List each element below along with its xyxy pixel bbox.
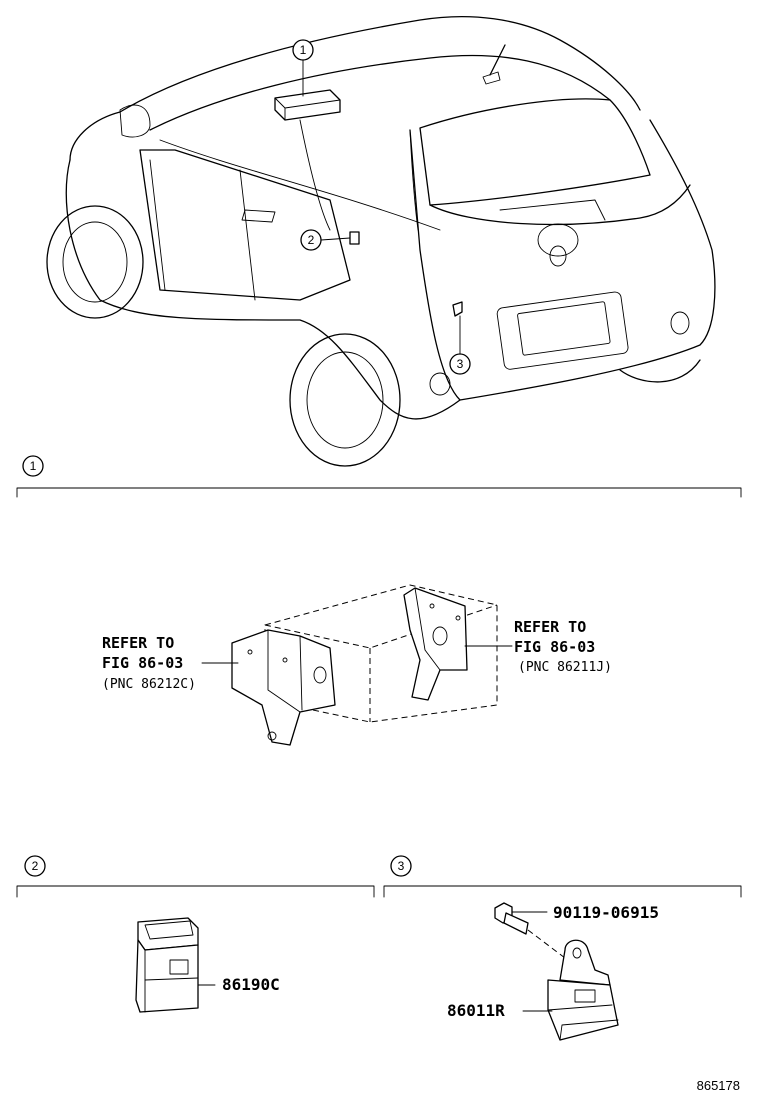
section-1-component-illustration <box>201 584 513 746</box>
illustration-number: 865178 <box>697 1078 740 1093</box>
svg-text:3: 3 <box>398 859 405 873</box>
svg-text:FIG 86-03: FIG 86-03 <box>514 638 595 656</box>
svg-text:FIG 86-03: FIG 86-03 <box>102 654 183 672</box>
section-1-header: 1 <box>16 455 742 498</box>
svg-text:2: 2 <box>32 859 39 873</box>
svg-text:REFER TO: REFER TO <box>514 618 586 636</box>
section-2-switch-illustration <box>135 917 216 1013</box>
part-number-90119-06915: 90119-06915 <box>553 903 659 922</box>
section-3-header: 3 <box>383 855 742 898</box>
part-number-86011R: 86011R <box>447 1001 505 1020</box>
section-1-left-note: REFER TO FIG 86-03 (PNC 86212C) <box>102 634 196 692</box>
callout-1-overview: 1 <box>292 39 314 61</box>
callout-3-overview: 3 <box>449 353 471 375</box>
svg-text:3: 3 <box>457 357 464 371</box>
section-2-header: 2 <box>16 855 375 898</box>
svg-text:(PNC 86211J): (PNC 86211J) <box>518 660 612 675</box>
svg-text:2: 2 <box>308 233 315 247</box>
svg-text:1: 1 <box>300 43 307 57</box>
section-3-sensor-illustration <box>522 939 619 1041</box>
section-3-bolt-illustration <box>494 902 566 959</box>
svg-text:(PNC 86212C): (PNC 86212C) <box>102 677 196 692</box>
car-overview-illustration <box>46 15 716 467</box>
section-1-right-note: REFER TO FIG 86-03 (PNC 86211J) <box>514 618 612 675</box>
part-number-86190C: 86190C <box>222 975 280 994</box>
svg-text:1: 1 <box>30 459 37 473</box>
svg-text:REFER TO: REFER TO <box>102 634 174 652</box>
callout-2-overview: 2 <box>300 229 322 251</box>
